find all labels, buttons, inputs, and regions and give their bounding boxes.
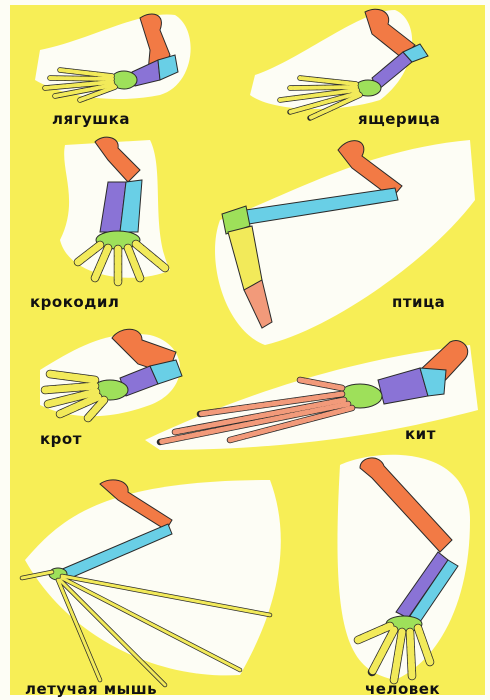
label-bird: птица (392, 293, 445, 311)
label-crocodile: крокодил (30, 293, 119, 311)
label-frog: лягушка (52, 110, 130, 128)
label-mole: крот (40, 430, 82, 448)
label-whale: кит (405, 425, 436, 443)
label-lizard: ящерица (358, 110, 440, 128)
label-human: человек (365, 680, 440, 698)
label-bat: летучая мышь (25, 680, 157, 698)
